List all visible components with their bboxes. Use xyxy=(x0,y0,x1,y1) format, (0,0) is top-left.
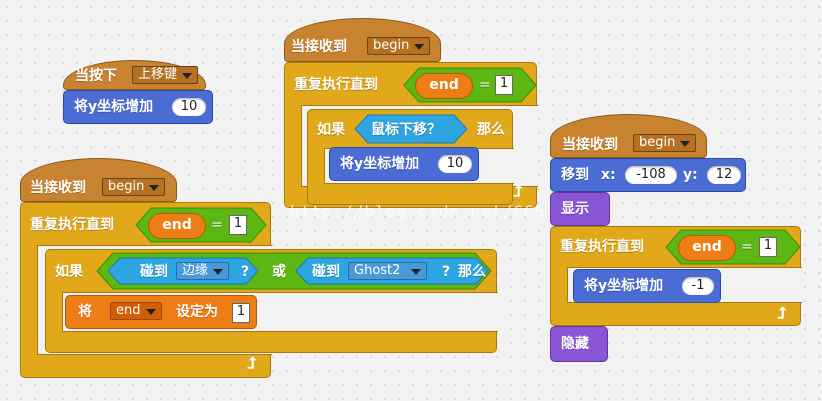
compare-value[interactable]: 1 xyxy=(759,237,777,257)
script-begin-3[interactable]: 当接收到 begin 重复执行直到 end = 1 如果 碰到 边缘 ? 或 碰… xyxy=(20,158,500,380)
y-label: y: xyxy=(683,167,698,183)
when-receive-hat[interactable]: 当接收到 begin xyxy=(20,158,177,202)
change-y-value[interactable]: 10 xyxy=(438,155,472,173)
repeat-until-label: 重复执行直到 xyxy=(560,239,644,255)
then-label: 那么 xyxy=(477,122,505,138)
equals-sign: = xyxy=(741,239,753,255)
set-label: 将 xyxy=(78,304,92,320)
set-to-label: 设定为 xyxy=(176,304,218,320)
script-begin-4[interactable]: 当接收到 begin 移到 x: -108 y: 12 显示 重复执行直到 en… xyxy=(550,114,805,366)
change-y-value[interactable]: 10 xyxy=(172,98,206,116)
compare-value[interactable]: 1 xyxy=(495,75,513,95)
hat-label: 当接收到 xyxy=(291,39,347,55)
script-key-up[interactable]: 当按下 上移键 将y坐标增加 10 xyxy=(63,60,213,124)
change-y-label: 将y坐标增加 xyxy=(74,99,154,115)
hide-block[interactable]: 隐藏 xyxy=(550,326,608,362)
change-y-label: 将y坐标增加 xyxy=(340,156,420,172)
message-dropdown[interactable]: begin xyxy=(367,37,431,55)
when-key-pressed-hat[interactable]: 当按下 上移键 xyxy=(63,60,206,90)
loop-arrow-icon: ⮥ xyxy=(513,181,523,200)
touching-label-1: 碰到 xyxy=(140,264,168,280)
show-label: 显示 xyxy=(561,201,589,217)
go-to-label: 移到 xyxy=(561,167,589,183)
show-block[interactable]: 显示 xyxy=(550,192,610,226)
touching-target-dropdown-2[interactable]: Ghost2 xyxy=(348,262,428,280)
if-label: 如果 xyxy=(55,264,83,280)
change-y-block[interactable]: 将y坐标增加 -1 xyxy=(573,269,721,303)
mouse-down-label: 鼠标下移？ xyxy=(371,122,441,138)
change-y-value[interactable]: -1 xyxy=(682,277,714,295)
mouse-down-sensing[interactable] xyxy=(354,114,468,144)
then-label: 那么 xyxy=(458,264,486,280)
repeat-until-block[interactable]: 重复执行直到 end = 1 如果 碰到 边缘 ? 或 碰到 Ghost2 ? … xyxy=(20,202,498,378)
when-receive-hat[interactable]: 当接收到 begin xyxy=(550,114,707,158)
go-to-xy-block[interactable]: 移到 x: -108 y: 12 xyxy=(550,158,746,192)
change-y-block[interactable]: 将y坐标增加 10 xyxy=(63,90,213,124)
repeat-until-label: 重复执行直到 xyxy=(30,217,114,233)
set-value[interactable]: 1 xyxy=(232,303,250,323)
y-value[interactable]: 12 xyxy=(707,166,741,184)
x-label: x: xyxy=(601,167,616,183)
repeat-until-block[interactable]: 重复执行直到 end = 1 如果 鼠标下移？ 那么 将y坐标增加 10 ⮥ xyxy=(284,62,538,208)
equals-sign: = xyxy=(479,77,491,93)
if-label: 如果 xyxy=(317,122,345,138)
or-label: 或 xyxy=(272,264,286,280)
question-mark-1: ? xyxy=(241,264,250,280)
set-variable-dropdown[interactable]: end xyxy=(110,302,162,320)
change-y-block[interactable]: 将y坐标增加 10 xyxy=(329,147,479,181)
when-receive-hat[interactable]: 当接收到 begin xyxy=(284,18,441,62)
repeat-until-label: 重复执行直到 xyxy=(294,77,378,93)
equals-sign: = xyxy=(211,217,223,233)
end-variable-reporter[interactable]: end xyxy=(415,73,473,99)
script-begin-2[interactable]: 当接收到 begin 重复执行直到 end = 1 如果 鼠标下移？ 那么 将y… xyxy=(284,18,539,208)
change-y-label: 将y坐标增加 xyxy=(584,278,664,294)
message-dropdown[interactable]: begin xyxy=(633,134,697,152)
hat-label: 当接收到 xyxy=(30,180,86,196)
question-mark-2: ? xyxy=(442,264,451,280)
hat-label: 当接收到 xyxy=(562,137,618,153)
touching-target-dropdown-1[interactable]: 边缘 xyxy=(176,262,230,280)
hat-label: 当按下 xyxy=(75,68,117,84)
loop-arrow-icon: ⮥ xyxy=(777,303,787,322)
hide-label: 隐藏 xyxy=(561,336,589,352)
x-value[interactable]: -108 xyxy=(625,166,677,184)
compare-value[interactable]: 1 xyxy=(229,215,247,235)
touching-label-2: 碰到 xyxy=(312,264,340,280)
end-variable-reporter[interactable]: end xyxy=(678,235,736,261)
message-dropdown[interactable]: begin xyxy=(102,178,166,196)
repeat-until-block[interactable]: 重复执行直到 end = 1 将y坐标增加 -1 ⮥ xyxy=(550,226,802,326)
key-dropdown[interactable]: 上移键 xyxy=(132,66,199,84)
end-variable-reporter[interactable]: end xyxy=(148,213,206,239)
set-variable-block[interactable]: 将 end 设定为 1 xyxy=(65,295,257,329)
loop-arrow-icon: ⮥ xyxy=(247,353,257,372)
watermark: http://blog.csdn.net/CCS xyxy=(290,202,546,221)
